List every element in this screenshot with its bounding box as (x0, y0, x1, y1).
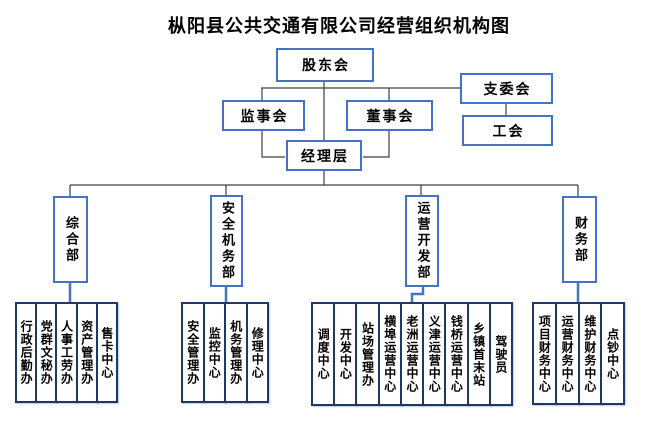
sub-node: 点钞中心 (600, 302, 625, 405)
node-shareholders-meeting: 股东会 (276, 48, 374, 82)
sub-node: 售卡中心 (95, 302, 119, 403)
sub-node: 站场管理办 (355, 302, 380, 406)
sub-node: 监控中心 (202, 302, 226, 403)
sub-label: 运营财务中心 (560, 314, 575, 393)
sub-label: 横埠运营中心 (382, 315, 397, 393)
sub-node: 钱桥运营中心 (444, 302, 469, 406)
node-labor-union: 工会 (462, 115, 553, 146)
node-management-layer: 经理层 (286, 140, 362, 171)
subrow-finance: 项目财务中心 运营财务中心 维护财务中心 点钞中心 (532, 302, 625, 405)
sub-node: 机务管理办 (224, 302, 248, 403)
dept-safety-machinery: 安全机务部 (210, 195, 243, 287)
sub-label: 乡镇首末站 (471, 321, 486, 387)
sub-node: 安全管理办 (181, 302, 205, 403)
sub-label: 钱桥运营中心 (449, 315, 464, 393)
subrow-general-affairs: 行政后勤办 党群文秘办 人事工劳办 资产管理办 售卡中心 (15, 302, 119, 403)
sub-label: 售卡中心 (99, 326, 114, 379)
chart-title: 枞阳县公共交通有限公司经营组织机构图 (168, 16, 510, 37)
dept-label: 安全机务部 (219, 201, 234, 281)
node-label: 监事会 (240, 108, 289, 125)
sub-label: 老洲运营中心 (404, 315, 419, 393)
dept-label: 财务部 (572, 215, 587, 264)
node-label: 股东会 (302, 58, 350, 74)
subrow-operations-development: 调度中心 开发中心 站场管理办 横埠运营中心 老洲运营中心 义津运营中心 钱桥运… (311, 302, 513, 406)
node-branch-committee: 支委会 (460, 73, 553, 104)
sub-label: 义津运营中心 (427, 315, 442, 393)
sub-label: 驾驶员 (493, 334, 508, 374)
sub-label: 项目财务中心 (537, 314, 552, 393)
sub-node: 资产管理办 (75, 302, 98, 403)
subrow-safety-machinery: 安全管理办 监控中心 机务管理办 修理中心 (181, 302, 269, 403)
sub-node: 乡镇首末站 (466, 302, 491, 406)
sub-label: 党群文秘办 (39, 320, 54, 385)
sub-label: 点钞中心 (605, 327, 620, 380)
node-label: 支委会 (483, 81, 532, 98)
sub-label: 监控中心 (207, 326, 222, 379)
node-supervisory-board: 监事会 (222, 100, 305, 131)
sub-label: 维护财务中心 (582, 314, 597, 393)
node-board-of-directors: 董事会 (346, 100, 433, 131)
sub-node: 驾驶员 (488, 302, 513, 406)
sub-label: 站场管理办 (360, 321, 375, 387)
black-connectors (69, 82, 579, 196)
dept-general-affairs: 综合部 (53, 196, 88, 283)
dept-label: 运营开发部 (414, 201, 430, 281)
sub-node: 老洲运营中心 (399, 302, 425, 406)
node-label: 工会 (492, 123, 525, 140)
sub-label: 开发中心 (338, 328, 353, 380)
dept-operations-development: 运营开发部 (405, 195, 439, 287)
sub-label: 资产管理办 (79, 320, 94, 385)
blue-connectors (68, 282, 580, 303)
sub-node: 行政后勤办 (15, 302, 38, 403)
sub-label: 修理中心 (250, 326, 265, 379)
sub-node: 开发中心 (333, 302, 358, 406)
sub-label: 行政后勤办 (19, 320, 34, 385)
sub-node: 人事工劳办 (55, 302, 78, 403)
sub-label: 调度中心 (316, 328, 331, 380)
node-label: 董事会 (366, 108, 415, 125)
sub-node: 横埠运营中心 (377, 302, 402, 406)
sub-node: 维护财务中心 (577, 302, 603, 405)
sub-label: 机务管理办 (228, 320, 243, 385)
sub-node: 修理中心 (245, 302, 269, 403)
sub-node: 运营财务中心 (554, 302, 580, 405)
sub-label: 人事工劳办 (59, 320, 74, 385)
sub-node: 项目财务中心 (532, 302, 557, 405)
sub-node: 义津运营中心 (422, 302, 447, 406)
sub-label: 安全管理办 (185, 320, 200, 385)
dept-label: 综合部 (63, 215, 78, 264)
sub-node: 调度中心 (311, 302, 336, 406)
dept-finance: 财务部 (562, 196, 597, 283)
node-label: 经理层 (301, 148, 349, 165)
sub-node: 党群文秘办 (35, 302, 58, 403)
